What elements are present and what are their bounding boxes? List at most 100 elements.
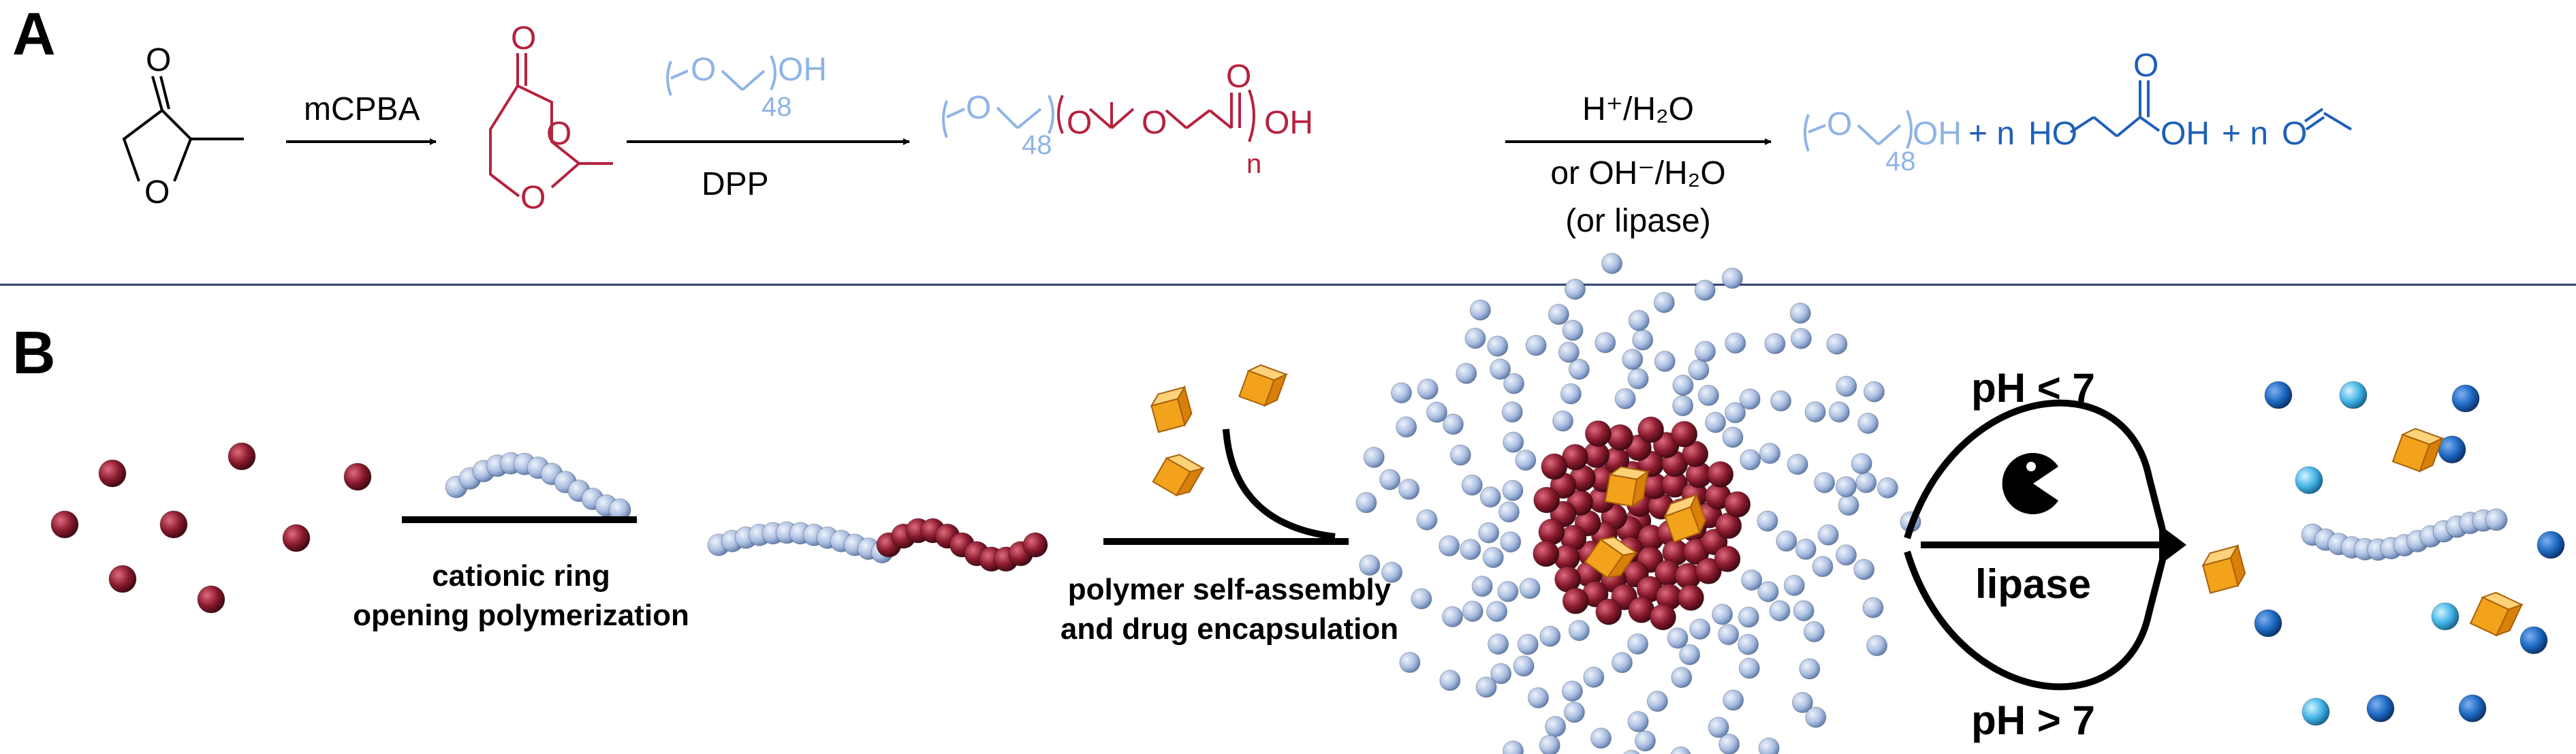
micelle-corona-bead [1439, 535, 1460, 556]
micelle-corona-bead [1487, 335, 1509, 357]
micelle-corona-bead [1515, 450, 1537, 471]
micelle-corona-bead [1814, 472, 1836, 494]
micelle-corona-bead [1672, 375, 1694, 396]
panel-a-label: A [12, 0, 56, 67]
micelle-corona-bead [1464, 328, 1486, 349]
micelle-corona-bead [1562, 319, 1584, 341]
micelle-corona-bead [1500, 531, 1522, 553]
product-peg [1804, 110, 1913, 152]
micelle-corona-bead [1787, 454, 1808, 475]
micelle-corona-bead [1799, 658, 1821, 680]
micelle-corona-bead [1776, 530, 1797, 552]
step3-lipase: lipase [1975, 561, 2091, 607]
micelle-corona-bead [1612, 652, 1633, 674]
micelle-corona-bead [1653, 292, 1675, 313]
micelle-corona-bead [1866, 635, 1888, 657]
micelle-corona-bead [1539, 734, 1560, 754]
micelle-core-bead [1562, 587, 1589, 614]
micelle-corona-bead [1558, 341, 1580, 363]
micelle-corona-bead [1817, 524, 1839, 546]
micelle-corona-bead [1627, 368, 1649, 390]
micelle-corona-bead [1469, 299, 1491, 321]
drug-cube [1152, 454, 1206, 497]
micelle-corona-bead [1757, 581, 1779, 603]
cond-lipase: (or lipase) [1565, 203, 1710, 239]
micelle-corona-bead [1708, 717, 1729, 738]
micelle-corona-bead [1723, 689, 1744, 711]
reagent-mcpba: mCPBA [304, 91, 420, 127]
micelle-corona-bead [1738, 606, 1759, 628]
micelle-corona-bead [1355, 492, 1377, 514]
micelle-core-bead [1650, 603, 1676, 631]
micelle-corona-bead [1460, 539, 1481, 561]
degradation-arrows [1904, 399, 2166, 691]
micelle-corona-bead [1739, 388, 1761, 410]
peg-initiator-subscript: 48 [761, 92, 792, 122]
ketone-structure [122, 76, 244, 182]
micelle-corona-bead [1513, 655, 1535, 677]
drug-cube [1150, 385, 1193, 433]
degradation-product-bead [2295, 466, 2323, 494]
micelle-corona-bead [1503, 740, 1524, 754]
step2-line1: polymer self-assembly [1068, 573, 1392, 606]
micelle-corona-bead [1718, 734, 1740, 754]
degradation-product-bead [2458, 694, 2487, 723]
copolymer-o2: O [1142, 105, 1167, 141]
micelle-core-bead [1541, 453, 1568, 480]
micelle-corona-bead [1789, 302, 1811, 324]
micelle-corona-bead [1740, 449, 1761, 471]
micelle-corona-bead [1502, 480, 1524, 501]
micelle-core-bead [1637, 416, 1665, 443]
micelle-corona-bead [1471, 576, 1493, 597]
micelle-corona-bead [1791, 691, 1813, 713]
micelle-corona-bead [1498, 501, 1520, 523]
micelle-corona-bead [1646, 691, 1668, 712]
micelle-corona-bead [1689, 618, 1711, 640]
micelle-corona-bead [1462, 601, 1483, 622]
micelle-corona-bead [1398, 478, 1420, 500]
micelle-corona-bead [1790, 328, 1812, 349]
micelle-corona-bead [1769, 600, 1791, 622]
lactone-o1: O [546, 116, 571, 152]
micelle-core-bead [1584, 420, 1612, 447]
lactone-structure [489, 53, 613, 198]
micelle-corona-bead [1488, 633, 1509, 655]
monomer-bead [343, 462, 372, 491]
degradation-product-bead [2438, 435, 2466, 464]
micelle-corona-bead [1379, 469, 1401, 490]
step1-line1: cationic ring [432, 559, 610, 593]
step3-acidic: pH < 7 [1971, 365, 2095, 411]
peg-initiator-oh: OH [778, 52, 827, 88]
micelle-corona-bead [1545, 716, 1567, 738]
micelle-core-bead [1714, 546, 1741, 573]
released-drug-cube [2391, 428, 2445, 473]
peg-initiator-o: O [691, 52, 716, 88]
micelle-corona-bead [1519, 578, 1541, 599]
micelle-corona-bead [1876, 477, 1898, 499]
micelle-corona-bead [1764, 333, 1786, 354]
plus-n-2: + n [2222, 116, 2268, 152]
encapsulated-drug-cube [1584, 536, 1638, 579]
micelle-corona-bead [1835, 476, 1857, 498]
micelle-corona-bead [1482, 547, 1504, 568]
micelle-corona-bead [1628, 310, 1650, 331]
micelle-corona-bead [1795, 538, 1817, 560]
micelle-corona-bead [1635, 730, 1656, 752]
micelle-corona-bead [1475, 676, 1497, 698]
degradation-product-bead [2519, 626, 2548, 655]
plus-n-1: + n [1968, 116, 2015, 152]
micelle-corona-bead [1442, 606, 1463, 627]
micelle-corona-bead [1563, 702, 1585, 723]
product-peg-o: O [1827, 106, 1852, 142]
released-drug-cube [2201, 544, 2246, 594]
micelle-corona-bead [1627, 633, 1649, 655]
micelle-corona-bead [1694, 279, 1716, 301]
micelle-corona-bead [1517, 633, 1539, 655]
released-drug-cube [2469, 591, 2524, 637]
peg-initiator [666, 55, 776, 96]
micelle-corona-bead [1399, 652, 1421, 673]
micelle-corona-bead [1595, 332, 1616, 354]
step1-line2: opening polymerization [353, 599, 689, 632]
micelle-corona-bead [1565, 279, 1586, 300]
